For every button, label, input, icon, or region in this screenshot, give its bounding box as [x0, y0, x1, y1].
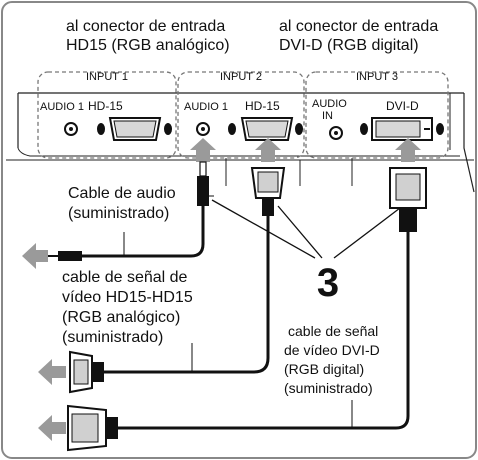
hd15-cable-label-2: vídeo HD15-HD15	[62, 289, 193, 306]
input3-audio-label-2: IN	[322, 110, 333, 122]
arrow-left-hd15	[38, 359, 66, 385]
audio-cable-label-2: (suministrado)	[68, 205, 169, 222]
input3-dvi-port	[360, 117, 444, 141]
dvi-cable	[67, 167, 427, 452]
input1-port-label: HD-15	[88, 99, 123, 113]
dvi-cable-label-3: (RGB digital)	[284, 361, 364, 377]
arrow-left-audio	[22, 243, 48, 269]
input2-port-label: HD-15	[245, 99, 280, 113]
input2-hd15-port	[228, 117, 303, 141]
input1-hd15-port	[97, 117, 172, 141]
dvi-cable-label-1: cable de señal	[288, 323, 378, 339]
hd15-cable-label-3: (RGB analógico)	[62, 309, 180, 326]
arrow-up-dvi	[395, 138, 421, 162]
hd15-cable	[69, 167, 286, 394]
input1-box	[37, 71, 177, 159]
input3-audio-jack	[329, 126, 343, 140]
input2-audio-label: AUDIO 1	[184, 101, 228, 113]
input2-box	[177, 71, 305, 159]
input1-audio-label: AUDIO 1	[40, 101, 84, 113]
label-left-line2: HD15 (RGB analógico)	[66, 37, 230, 54]
callout-lines	[211, 199, 401, 259]
label-right-line1: al conector de entrada	[279, 18, 438, 35]
hd15-cable-label-1: cable de señal de	[62, 269, 188, 286]
step-number: 3	[317, 261, 339, 305]
input2-audio-jack	[196, 122, 210, 136]
input1-title: INPUT 1	[86, 71, 128, 83]
dvi-cable-label-4: (suministrado)	[284, 380, 373, 396]
audio-cable-label-1: Cable de audio	[68, 185, 176, 202]
input3-title: INPUT 3	[356, 71, 398, 83]
input1-audio-jack	[64, 122, 78, 136]
input3-port-label: DVI-D	[386, 99, 419, 113]
arrow-up-audio	[190, 138, 216, 162]
input3-box	[305, 71, 449, 159]
dvi-cable-label-2: de vídeo DVI-D	[284, 342, 380, 358]
audio-cable	[48, 161, 209, 261]
monitor-panel	[6, 92, 475, 193]
label-right-line2: DVI-D (RGB digital)	[279, 37, 419, 54]
hd15-cable-label-4: (suministrado)	[62, 329, 163, 346]
input3-audio-label-1: AUDIO	[312, 98, 347, 110]
input2-title: INPUT 2	[220, 71, 262, 83]
arrow-left-dvi	[38, 415, 66, 441]
arrow-up-hd15	[255, 138, 281, 162]
label-left-line1: al conector de entrada	[66, 18, 225, 35]
